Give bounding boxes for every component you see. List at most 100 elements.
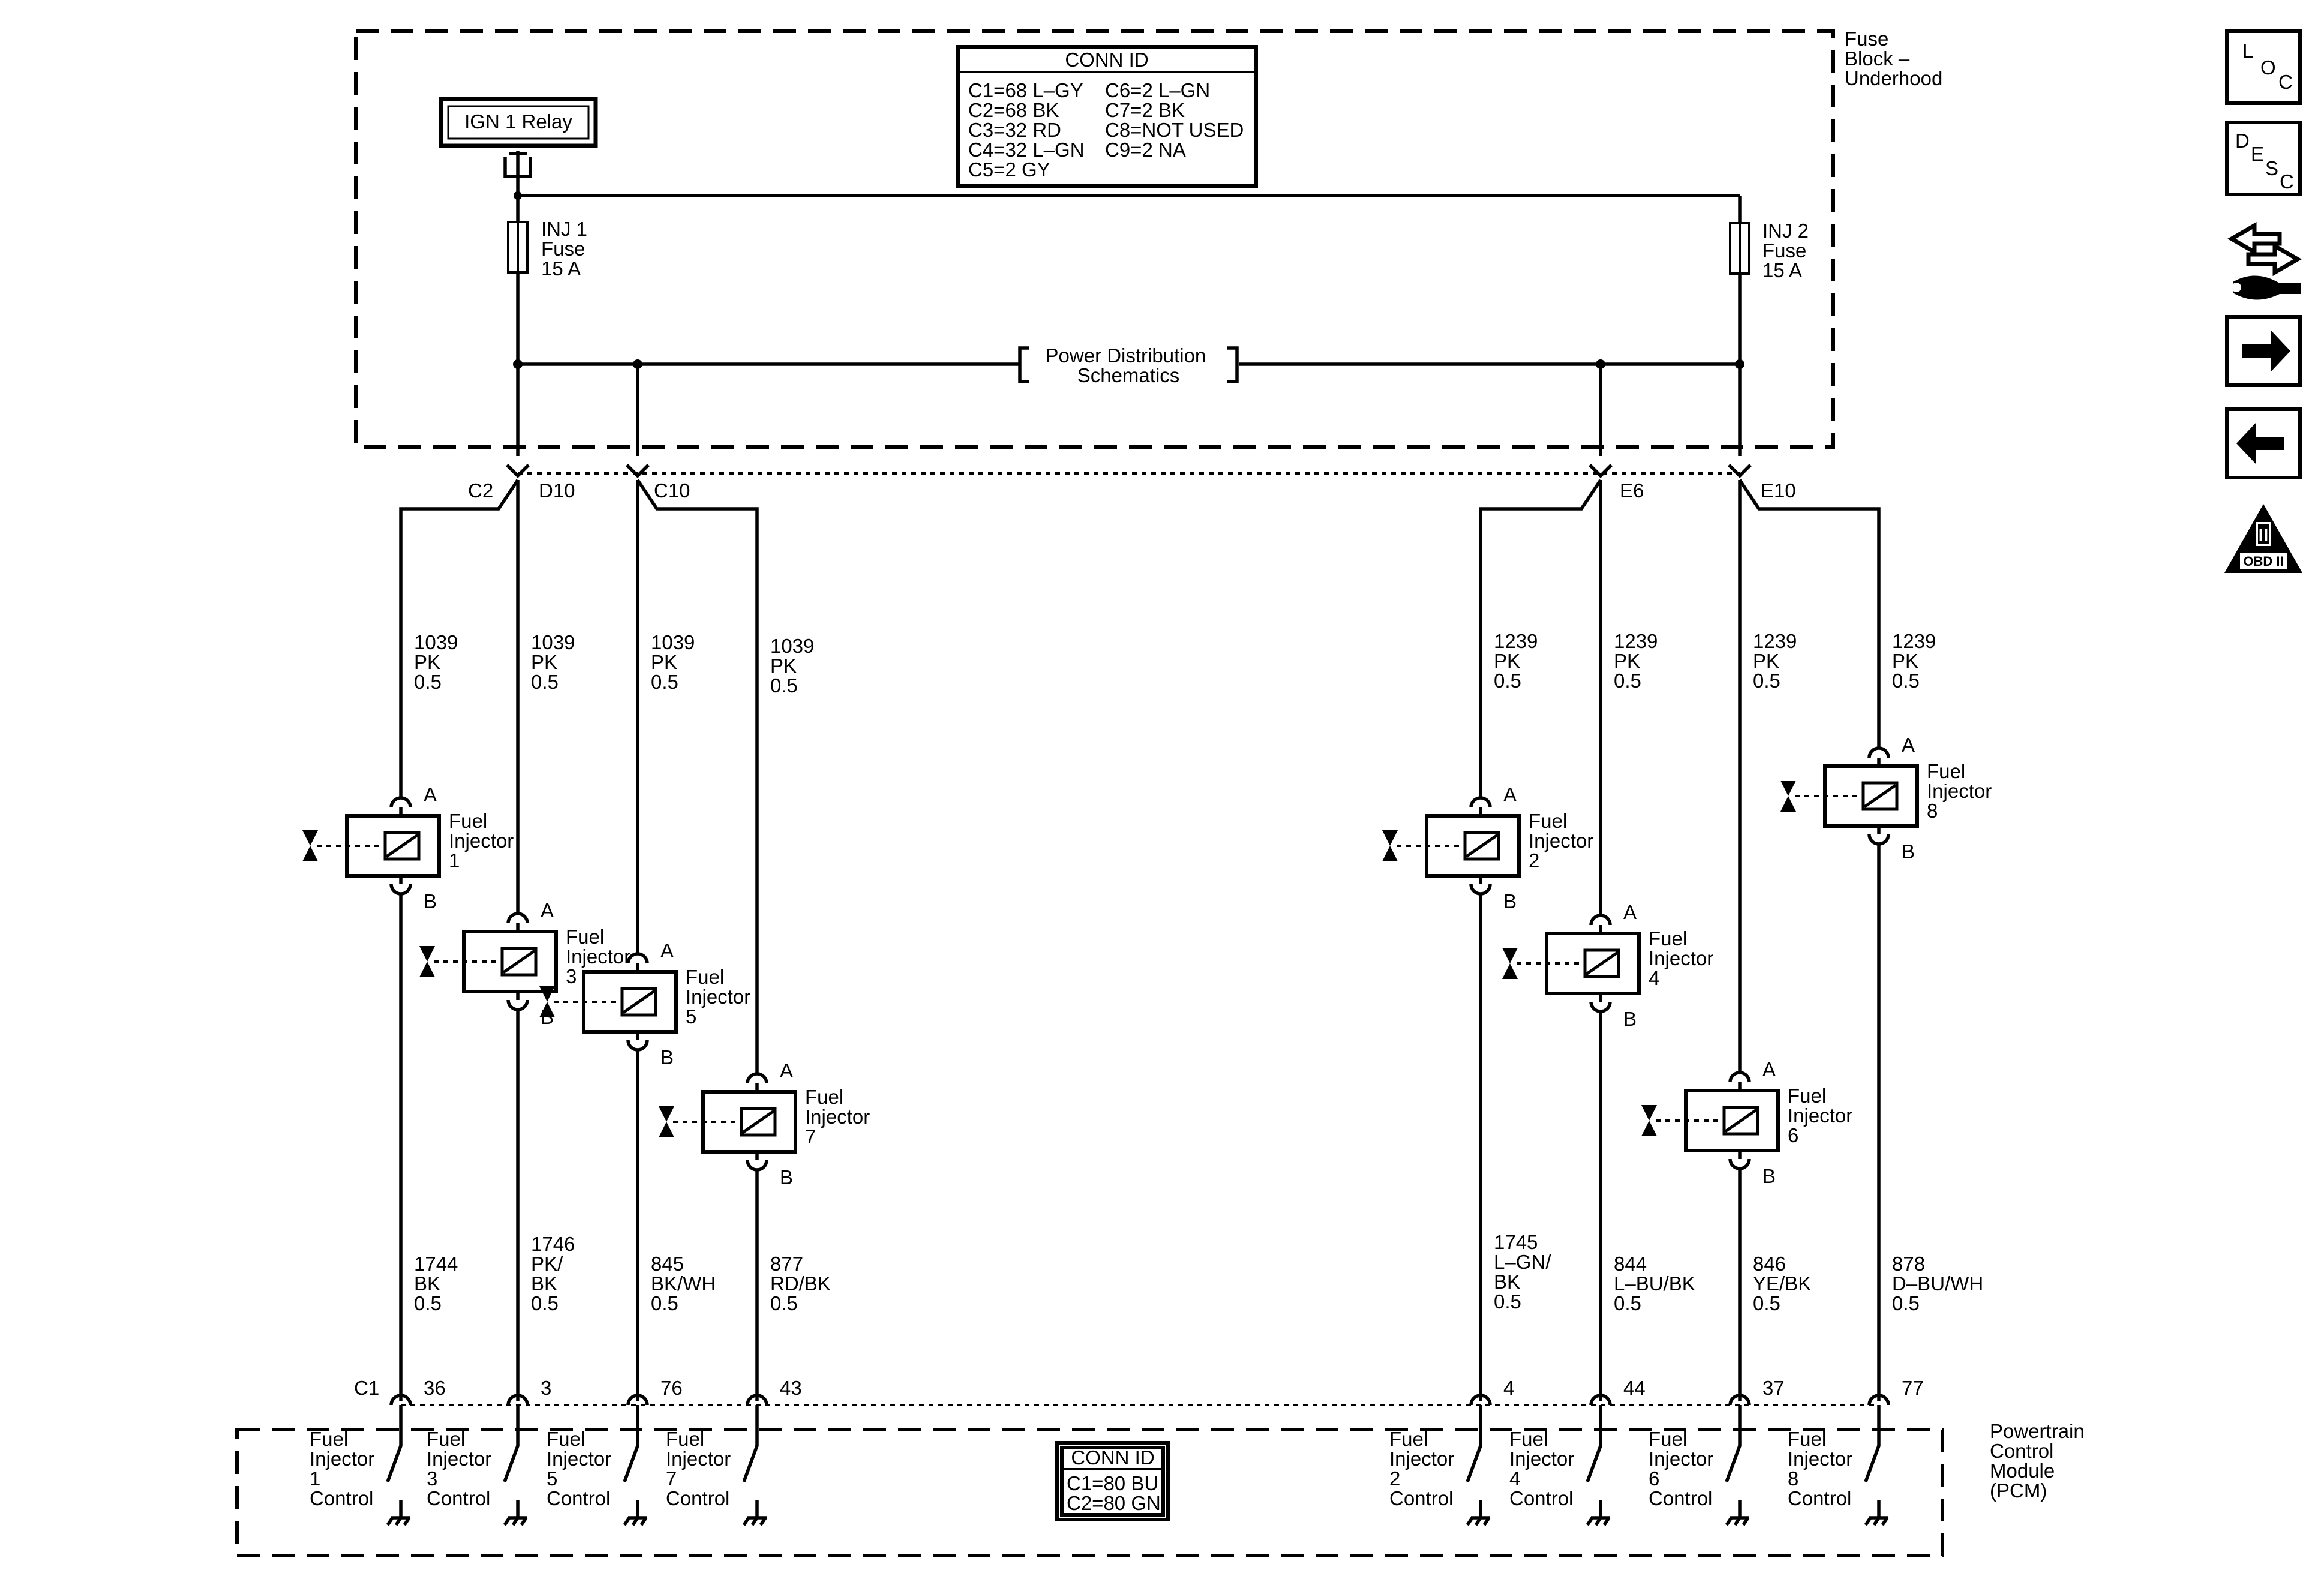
pcm-connector-label: C1 xyxy=(354,1377,379,1399)
pin-b-label: B xyxy=(424,890,437,912)
pin-b-label: B xyxy=(1623,1008,1637,1030)
pin-a-label: A xyxy=(541,899,554,921)
pcm-conn-id-title: CONN ID xyxy=(1071,1446,1154,1469)
svg-text:C: C xyxy=(2278,71,2293,93)
connector-d10-label: D10 xyxy=(539,479,575,502)
ign1-relay: IGN 1 Relay xyxy=(439,97,598,198)
pcm-boundary xyxy=(235,1428,1944,1557)
wrench-arrows-icon[interactable] xyxy=(2227,221,2302,300)
location-button[interactable]: L O C xyxy=(2225,29,2302,105)
pin-b-label: B xyxy=(1503,890,1517,912)
conn-id-left-list: C1=68 L–GY C2=68 BK C3=32 RD C4=32 L–GN … xyxy=(968,79,1090,181)
pin-a-label: A xyxy=(780,1059,793,1082)
fuse-block-pin xyxy=(506,464,530,478)
fuse-block-title: Fuse Block – Underhood xyxy=(1845,28,1942,89)
pin-b-label: B xyxy=(1762,1165,1776,1187)
connector-e6-label: E6 xyxy=(1620,479,1644,502)
power-distribution-reference[interactable]: Power Distribution Schematics xyxy=(1018,344,1239,386)
top-connector-pins xyxy=(506,464,1752,478)
svg-text:C: C xyxy=(2280,170,2294,193)
spray-icon xyxy=(302,830,318,861)
spray-icon xyxy=(659,1106,674,1137)
pcm-pin-number: 36 xyxy=(424,1377,446,1399)
obd-ii-icon[interactable]: II OBD II xyxy=(2224,504,2302,573)
pin-a-label: A xyxy=(1762,1058,1776,1080)
ign1-relay-label: IGN 1 Relay xyxy=(464,110,572,133)
pcm-title: Powertrain Control Module (PCM) xyxy=(1990,1420,2090,1502)
fuse-block-pin xyxy=(626,464,650,478)
fuse-block-pin xyxy=(1728,464,1752,478)
fuse-block-conn-id: CONN ID C1=68 L–GY C2=68 BK C3=32 RD C4=… xyxy=(956,45,1258,188)
pin-b-label: B xyxy=(660,1046,674,1068)
pin-a-label: A xyxy=(660,939,674,962)
inj1-fuse: INJ 1 Fuse 15 A xyxy=(507,196,593,280)
conn-id-title: CONN ID xyxy=(1065,49,1148,71)
connector-c10-label: C10 xyxy=(654,479,690,502)
spray-icon xyxy=(539,986,555,1017)
previous-page-button[interactable] xyxy=(2225,407,2302,479)
arrow-left-icon xyxy=(2236,422,2284,464)
spray-icon xyxy=(1780,781,1796,812)
pcm-conn-id-list: C1=80 BU C2=80 GN xyxy=(1067,1472,1164,1514)
pin-a-label: A xyxy=(1902,734,1915,756)
spray-icon xyxy=(1382,830,1398,861)
svg-text:L: L xyxy=(2242,40,2253,62)
svg-text:S: S xyxy=(2265,157,2278,179)
pcm-pin-number: 37 xyxy=(1762,1377,1785,1399)
power-distribution-label[interactable]: Power Distribution Schematics xyxy=(1046,344,1212,386)
svg-text:E: E xyxy=(2251,143,2264,165)
inj2-fuse-label: INJ 2 Fuse 15 A xyxy=(1762,220,1814,281)
pin-b-label: B xyxy=(1902,840,1915,863)
next-page-button[interactable] xyxy=(2225,315,2302,387)
description-button[interactable]: D E S C xyxy=(2225,121,2302,196)
connector-c2-label: C2 xyxy=(468,479,493,502)
svg-text:O: O xyxy=(2260,56,2276,79)
inj1-fuse-label: INJ 1 Fuse 15 A xyxy=(541,218,593,280)
sidebar-nav: L O C D E S C II xyxy=(2224,29,2302,573)
pcm: C1 Powertrain Control Module (PCM) CONN … xyxy=(235,1377,2090,1557)
spray-icon xyxy=(1502,948,1518,979)
fuse-block: Fuse Block – Underhood CONN ID C1=68 L–G… xyxy=(354,28,1942,502)
pin-a-label: A xyxy=(1623,901,1637,923)
pcm-pin-number: 76 xyxy=(660,1377,683,1399)
spray-icon xyxy=(1641,1105,1657,1136)
svg-text:D: D xyxy=(2235,130,2250,152)
